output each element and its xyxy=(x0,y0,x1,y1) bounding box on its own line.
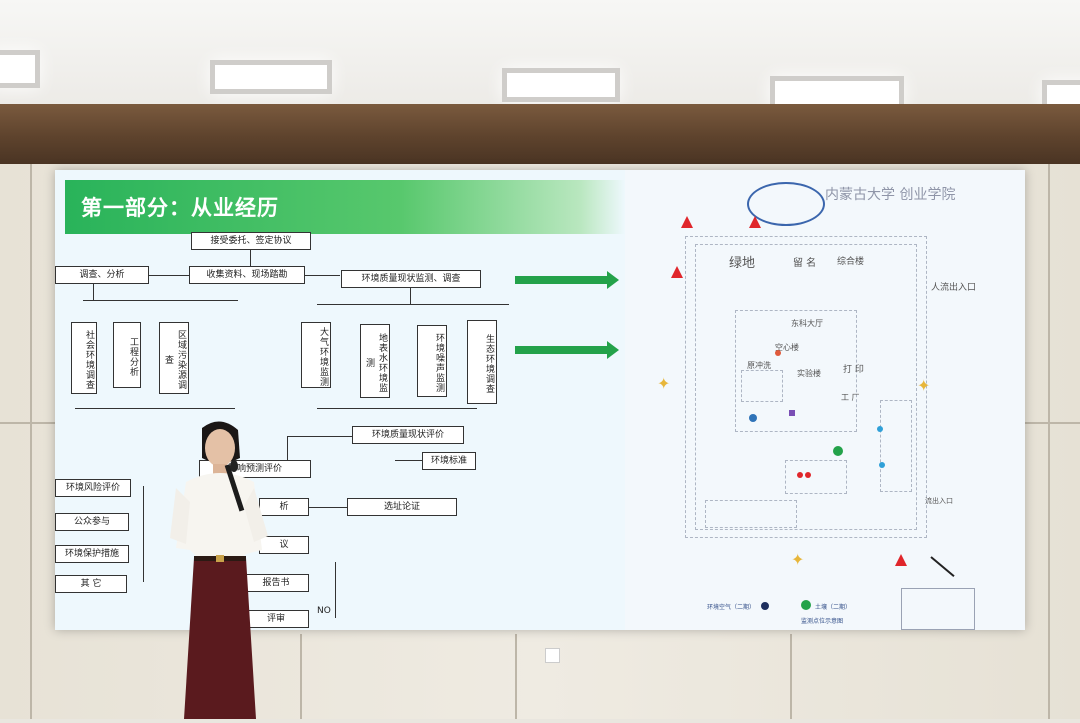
air-monitor-marker xyxy=(671,266,683,278)
flow-node: 生态环境调查 xyxy=(467,320,497,404)
flow-node: 调查、分析 xyxy=(55,266,149,284)
flow-no-label: NO xyxy=(317,606,331,616)
flow-node: 地表水环境监测 xyxy=(360,324,390,398)
flow-node: 区域污染源调查 xyxy=(159,322,189,394)
legend-soil-dot xyxy=(801,600,811,610)
map-exit-label: 流出入口 xyxy=(925,497,953,505)
monitor-point xyxy=(775,350,781,356)
legend-caption: 监测点位示意图 xyxy=(801,618,844,625)
air-monitor-marker xyxy=(681,216,693,228)
wood-beam xyxy=(0,104,1080,164)
monitor-point xyxy=(877,426,883,432)
legend-air-label: 环境空气（二期） xyxy=(707,604,756,611)
flow-node: 环境质量现状监测、调查 xyxy=(341,270,481,288)
flow-node: 环境质量现状评价 xyxy=(352,426,464,444)
slide-title-bar: 第一部分：从业经历 xyxy=(65,180,625,234)
map-zone: 留 名 xyxy=(793,258,817,269)
map-zone: 东科大厅 xyxy=(791,319,823,328)
monitor-point xyxy=(749,414,757,422)
air-monitor-marker xyxy=(895,554,907,566)
compass-arrow xyxy=(930,556,955,578)
ceiling-light xyxy=(502,68,620,102)
map-zone: 原冲洗 xyxy=(747,361,771,370)
map-zone: 打 印 xyxy=(843,365,864,375)
flow-node: 接受委托、签定协议 xyxy=(191,232,311,250)
flow-node: 选址论证 xyxy=(347,498,457,516)
ceiling-light xyxy=(0,50,40,88)
monitor-point xyxy=(797,472,803,478)
noise-marker: ✦ xyxy=(917,376,931,395)
flow-node: 公众参与 xyxy=(55,513,129,531)
map-entrance-label: 人流出入口 xyxy=(931,283,977,293)
noise-marker: ✦ xyxy=(791,550,805,569)
noise-marker: ✦ xyxy=(657,374,671,393)
flow-node: 其 它 xyxy=(55,575,127,593)
monitor-point xyxy=(805,472,811,478)
green-arrow xyxy=(515,341,619,359)
flow-node: 报告书 xyxy=(243,574,309,592)
slide-title: 第一部分：从业经历 xyxy=(81,196,279,220)
projection-screen: 第一部分：从业经历 接受委托、签定协议 收集资料、现场踏勘 环境质量现状监测、调… xyxy=(55,170,1025,630)
site-map: 内蒙古大学 创业学院 绿地 留 名 综合楼 东科大厅 空心楼 实验楼 原冲洗 打… xyxy=(625,170,1025,630)
green-arrow xyxy=(515,271,619,289)
flow-node: 评审 xyxy=(243,610,309,628)
flow-node: 收集资料、现场踏勘 xyxy=(189,266,305,284)
map-zone: 综合楼 xyxy=(837,257,865,267)
ceiling xyxy=(0,0,1080,112)
monitor-point xyxy=(879,462,885,468)
flow-node: 环境标准 xyxy=(422,452,476,470)
flow-node: 环境噪声监测 xyxy=(417,325,447,397)
map-header: 内蒙古大学 创业学院 xyxy=(825,187,956,203)
flow-node: 环境风险评价 xyxy=(55,479,131,497)
flow-node: 大气环境监测 xyxy=(301,322,331,388)
flow-node: 工程分析 xyxy=(113,322,141,388)
wall-socket xyxy=(545,648,560,663)
monitor-point xyxy=(833,446,843,456)
air-monitor-marker xyxy=(749,216,761,228)
map-zone: 空心楼 xyxy=(775,343,799,352)
map-zone: 工 厂 xyxy=(841,393,860,402)
legend-air-dot xyxy=(761,602,769,610)
map-zone: 实验楼 xyxy=(797,369,821,378)
flow-node: 社会环境调查 xyxy=(71,322,97,394)
flow-node: 环境保护措施 xyxy=(55,545,129,563)
presenter xyxy=(150,418,280,719)
university-logo xyxy=(747,182,825,226)
ceiling-light xyxy=(210,60,332,94)
legend-soil-label: 土壤（二期） xyxy=(815,604,852,611)
map-label-green: 绿地 xyxy=(729,256,756,271)
monitor-point xyxy=(789,410,795,416)
legend-table xyxy=(901,588,975,630)
presenter-figure xyxy=(170,421,268,719)
